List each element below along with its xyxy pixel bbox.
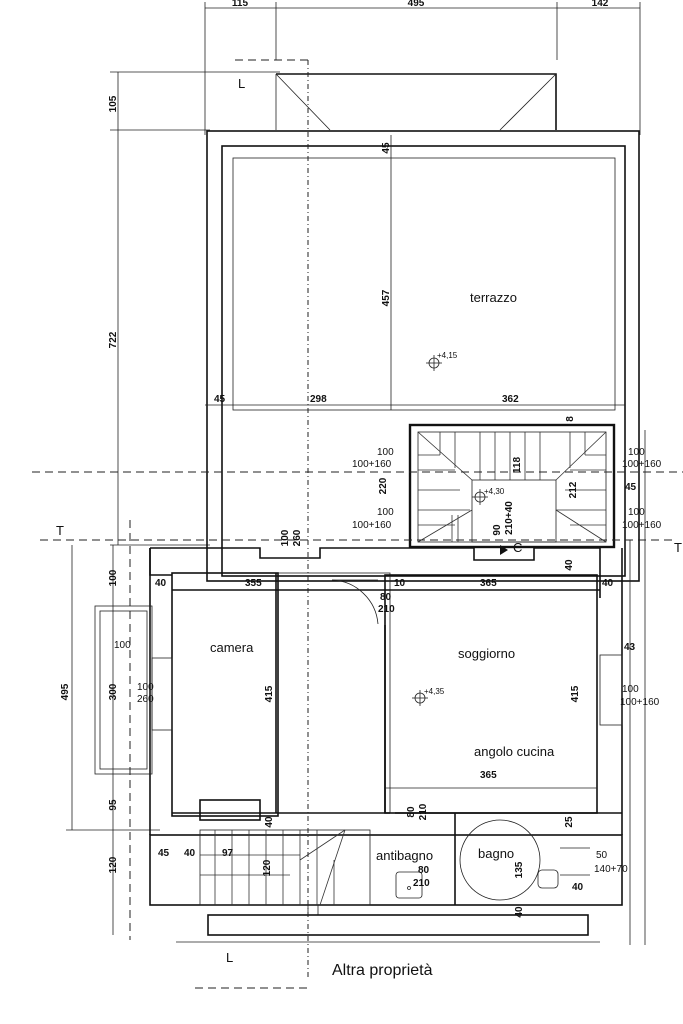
dim-40-left: 40 xyxy=(155,578,167,589)
section-mark-t-left: T xyxy=(56,523,64,538)
room-antibagno: antibagno xyxy=(376,848,433,863)
room-angolo-cucina: angolo cucina xyxy=(474,744,555,759)
dim-362: 362 xyxy=(502,394,519,405)
room-terrazzo: terrazzo xyxy=(470,290,517,305)
dim-left-722: 722 xyxy=(108,331,119,348)
dim-40-bottom: 40 xyxy=(184,848,196,859)
dim-80-door: 80 xyxy=(380,592,392,603)
dim-top-115: 115 xyxy=(232,0,249,9)
window-labels: 100 100+160 100 100+160 100 100+160 100 … xyxy=(114,447,662,875)
window-2-height: 100+160 xyxy=(352,520,392,531)
dim-210-antibagno: 210 xyxy=(413,878,430,889)
dim-298: 298 xyxy=(310,394,327,405)
dim-25: 25 xyxy=(564,816,575,828)
roof-overhang xyxy=(275,73,557,131)
dim-90: 90 xyxy=(492,524,503,536)
dim-80-bath: 80 xyxy=(406,806,417,818)
dim-118: 118 xyxy=(512,456,523,473)
dim-120-stair: 120 xyxy=(262,859,273,876)
level-terrazzo: +4,15 xyxy=(437,351,458,360)
dim-355: 355 xyxy=(245,578,262,589)
window-6-width: 100 xyxy=(137,682,154,693)
stairwell xyxy=(408,423,616,549)
dim-left-495: 495 xyxy=(60,683,71,700)
dim-80-antibagno: 80 xyxy=(418,865,430,876)
section-mark-t-right: T xyxy=(674,540,682,555)
dim-10: 10 xyxy=(394,578,406,589)
dim-45-bottom: 45 xyxy=(158,848,170,859)
terrace-walls xyxy=(205,130,640,582)
stair-treads xyxy=(418,432,606,542)
window-3-width: 100 xyxy=(628,447,645,458)
window-7-width: 100 xyxy=(114,640,131,651)
dim-365-top: 365 xyxy=(480,578,497,589)
section-mark-l-bottom: L xyxy=(226,950,233,965)
window-3-height: 100+160 xyxy=(622,459,662,470)
dim-135: 135 xyxy=(514,861,525,878)
dim-top-142: 142 xyxy=(592,0,609,9)
dim-left-95: 95 xyxy=(108,799,119,811)
dim-top-495: 495 xyxy=(408,0,425,9)
dim-210-door: 210 xyxy=(378,604,395,615)
dim-210-40: 210+40 xyxy=(504,501,515,535)
window-1-height: 100+160 xyxy=(352,459,392,470)
level-soggiorno: +4,35 xyxy=(424,687,445,696)
dim-40-mid: 40 xyxy=(264,816,275,828)
lower-stair-and-bath xyxy=(149,813,623,936)
dim-45-top: 45 xyxy=(381,142,392,154)
window-4-height: 100+160 xyxy=(622,520,662,531)
window-2-width: 100 xyxy=(377,507,394,518)
dim-left-100: 100 xyxy=(108,569,119,586)
section-mark-l-top: L xyxy=(238,76,245,91)
window-8-width: 50 xyxy=(596,850,608,861)
inner-dimensions: 45 457 45 298 362 8 118 220 212 45 90 21… xyxy=(155,142,637,918)
dim-415-right: 415 xyxy=(570,685,581,702)
dim-210-bath: 210 xyxy=(418,803,429,820)
dim-left-120: 120 xyxy=(108,856,119,873)
dim-45-left: 45 xyxy=(214,394,226,405)
level-stair: +4,30 xyxy=(484,487,505,496)
dim-left-105: 105 xyxy=(108,95,119,112)
section-lines xyxy=(32,59,683,989)
window-6-height: 260 xyxy=(137,694,154,705)
main-floor-walls xyxy=(94,547,623,835)
dim-40-stair: 40 xyxy=(564,559,575,571)
window-5-height: 100+160 xyxy=(620,697,660,708)
dim-457: 457 xyxy=(381,289,392,306)
dim-40-bath: 40 xyxy=(572,882,584,893)
window-5-width: 100 xyxy=(622,684,639,695)
room-labels: terrazzo camera soggiorno angolo cucina … xyxy=(210,290,555,863)
section-mark-c: C xyxy=(513,540,522,555)
window-1-width: 100 xyxy=(377,447,394,458)
dim-415-left: 415 xyxy=(264,685,275,702)
dim-45-right: 45 xyxy=(625,482,637,493)
note-altra-proprieta: Altra proprietà xyxy=(332,962,433,979)
left-dimension-chain: 105 722 495 100 300 95 120 xyxy=(60,71,280,935)
dim-365-bottom: 365 xyxy=(480,770,497,781)
window-4-width: 100 xyxy=(628,507,645,518)
dim-212: 212 xyxy=(568,481,579,498)
dim-8: 8 xyxy=(565,416,576,422)
level-markers: +4,15 +4,30 +4,35 xyxy=(412,351,505,706)
dim-left-300: 300 xyxy=(108,683,119,700)
dim-100-door: 100 xyxy=(280,529,291,546)
dim-43: 43 xyxy=(624,642,636,653)
window-8-height: 140+70 xyxy=(594,864,628,875)
top-dimension-chain: 115 495 142 xyxy=(204,0,641,135)
section-marks: C L L T T xyxy=(56,76,682,965)
dim-260-door: 260 xyxy=(292,529,303,546)
dim-220: 220 xyxy=(378,477,389,494)
dim-40-base: 40 xyxy=(514,906,525,918)
room-bagno: bagno xyxy=(478,846,514,861)
room-camera: camera xyxy=(210,640,254,655)
room-soggiorno: soggiorno xyxy=(458,646,515,661)
dim-40-right: 40 xyxy=(602,578,614,589)
dim-97: 97 xyxy=(222,848,234,859)
